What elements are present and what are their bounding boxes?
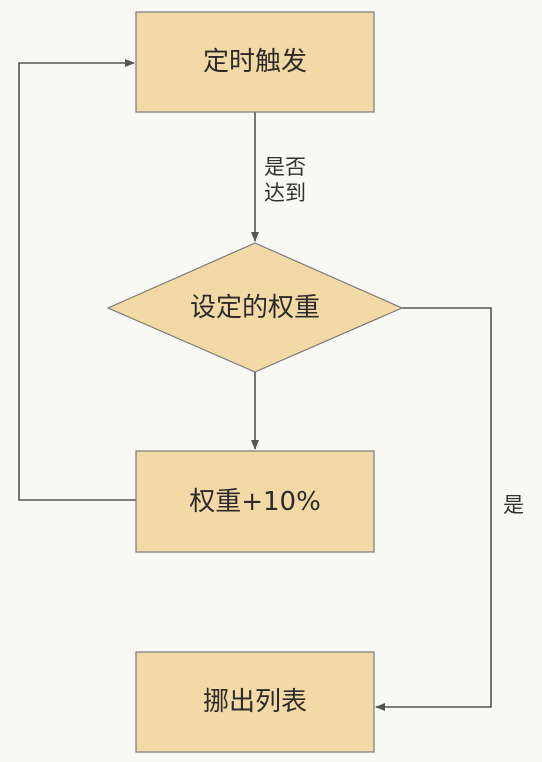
edge-label-reached-line1: 是否 (264, 155, 306, 179)
node-weight-decision-label: 设定的权重 (190, 293, 320, 323)
edge-decision-to-remove (375, 307, 492, 711)
node-weight-decision: 设定的权重 (106, 242, 404, 373)
node-remove-from-list-label: 挪出列表 (203, 687, 307, 717)
edge-label-yes: 是 (503, 493, 524, 517)
node-timer-trigger: 定时触发 (135, 11, 375, 113)
edge-label-reached-line2: 达到 (264, 181, 306, 205)
node-weight-increase: 权重+10% (135, 450, 375, 553)
edge-increase-to-timer (18, 59, 136, 501)
node-timer-trigger-label: 定时触发 (203, 47, 307, 77)
node-remove-from-list: 挪出列表 (135, 651, 375, 753)
node-weight-increase-label: 权重+10% (189, 487, 321, 517)
